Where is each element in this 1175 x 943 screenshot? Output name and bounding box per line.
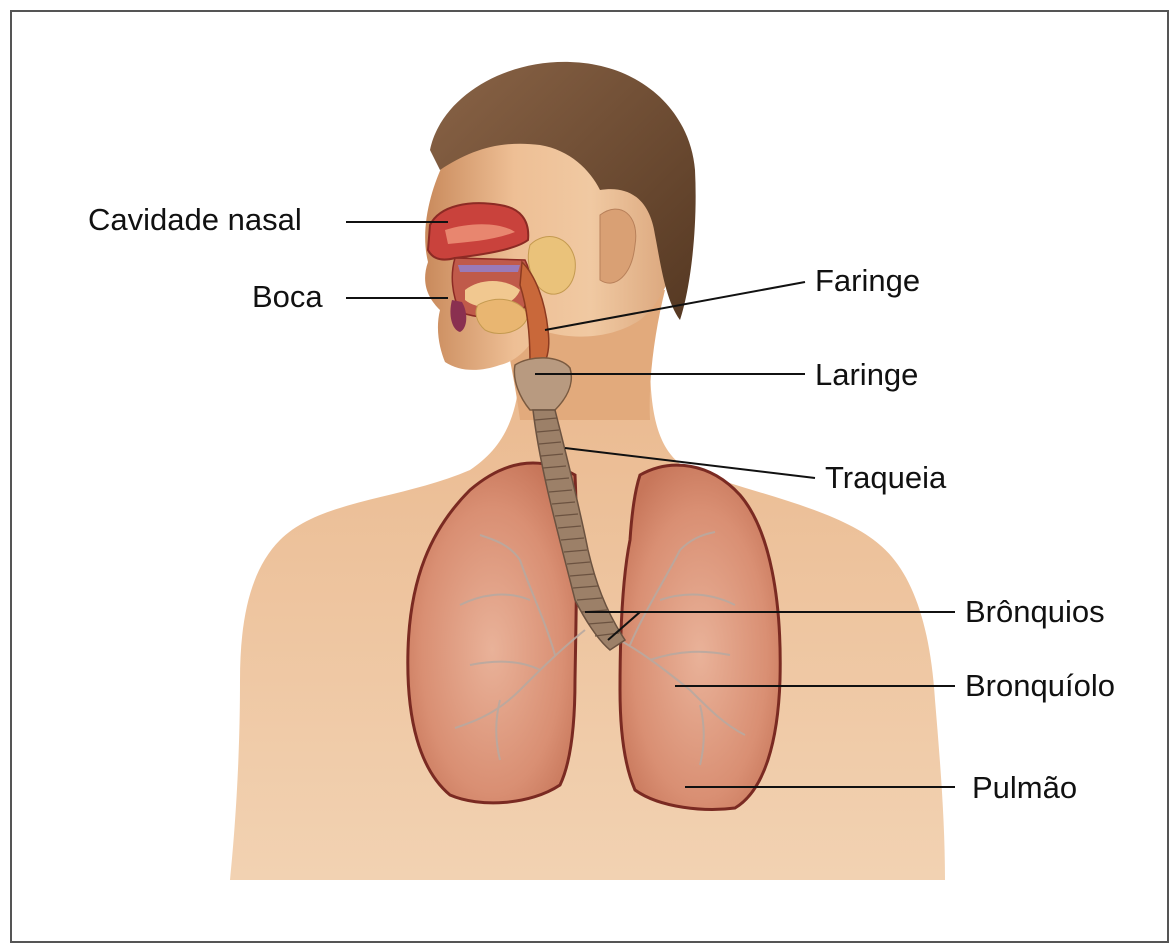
label-faringe: Faringe (815, 265, 920, 296)
label-pulmao: Pulmão (972, 772, 1077, 803)
label-traqueia: Traqueia (825, 462, 946, 493)
label-boca: Boca (252, 281, 323, 312)
label-cavidade-nasal: Cavidade nasal (88, 204, 302, 235)
label-bronquios: Brônquios (965, 596, 1105, 627)
label-laringe: Laringe (815, 359, 918, 390)
label-bronquiolo: Bronquíolo (965, 670, 1115, 701)
